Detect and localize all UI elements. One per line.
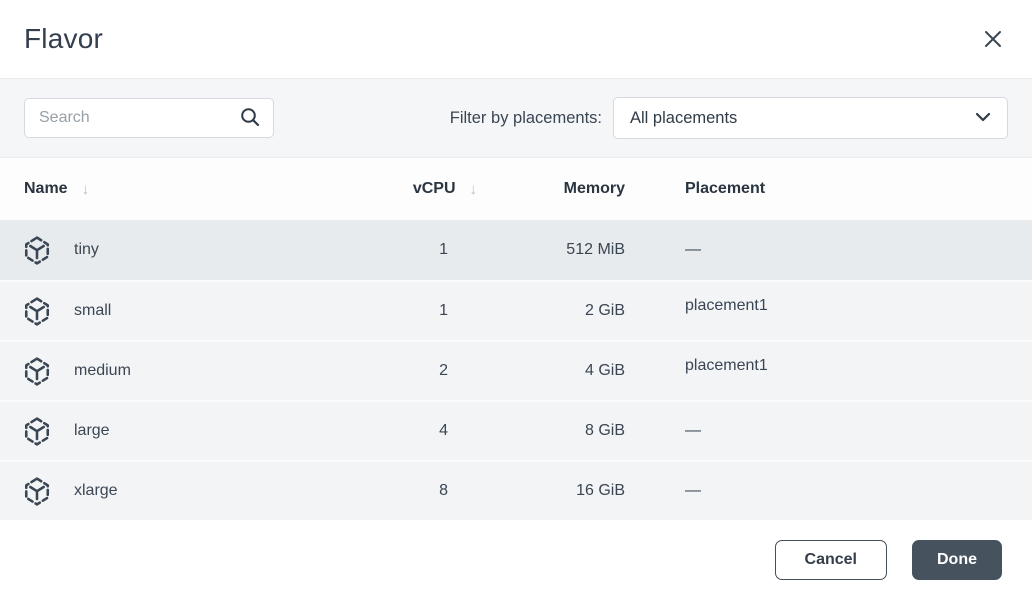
flavor-placement: — <box>685 482 701 499</box>
close-icon <box>980 26 1006 52</box>
flavor-memory: 8 GiB <box>584 422 625 439</box>
dialog-header: Flavor <box>0 0 1032 78</box>
flavor-placement: — <box>685 422 701 439</box>
table-body: tiny 1 512 MiB — small 1 2 GiB placement… <box>0 220 1032 520</box>
close-button[interactable] <box>978 24 1008 54</box>
table-row[interactable]: tiny 1 512 MiB — <box>0 220 1032 280</box>
table-row[interactable]: medium 2 4 GiB placement1 <box>0 340 1032 400</box>
search-icon <box>239 106 261 131</box>
placement-select-value: All placements <box>630 108 738 127</box>
flavor-vcpu: 4 <box>439 422 448 439</box>
flavor-vcpu: 8 <box>439 482 448 499</box>
table-row[interactable]: xlarge 8 16 GiB — <box>0 460 1032 520</box>
column-header-placement[interactable]: Placement <box>685 180 766 197</box>
flavor-memory: 2 GiB <box>584 302 625 319</box>
flavor-name: tiny <box>74 241 99 258</box>
dialog-title: Flavor <box>24 23 103 54</box>
placement-filter: Filter by placements: All placements <box>450 97 1008 139</box>
flavor-vcpu: 2 <box>439 362 448 379</box>
flavor-placement[interactable]: placement1 <box>685 357 768 374</box>
flavor-cube-icon <box>24 235 50 265</box>
flavor-cube-icon <box>24 416 50 446</box>
column-header-memory[interactable]: Memory <box>563 180 625 197</box>
flavor-placement: — <box>685 241 701 258</box>
column-header-name[interactable]: Name ↓ <box>0 180 360 198</box>
filter-label: Filter by placements: <box>449 108 602 127</box>
flavor-vcpu: 1 <box>439 302 448 319</box>
search-button[interactable] <box>239 106 261 131</box>
cancel-button[interactable]: Cancel <box>774 540 887 580</box>
flavor-name: medium <box>74 362 131 379</box>
sort-arrow-down-icon: ↓ <box>81 180 90 198</box>
search-box[interactable] <box>24 98 274 138</box>
column-header-vcpu-label: vCPU <box>412 180 456 197</box>
table-header-row: Name ↓ vCPU ↓ Memory Placement <box>0 158 1032 220</box>
flavor-cube-icon <box>24 296 50 326</box>
column-header-vcpu[interactable]: vCPU ↓ <box>360 180 477 198</box>
flavor-table: Name ↓ vCPU ↓ Memory Placement tiny 1 51… <box>0 158 1032 520</box>
chevron-down-icon <box>975 109 991 127</box>
flavor-name: xlarge <box>74 482 118 499</box>
column-header-name-label: Name <box>24 180 68 197</box>
done-button[interactable]: Done <box>912 540 1002 580</box>
flavor-name: small <box>74 302 112 319</box>
search-input[interactable] <box>39 109 239 127</box>
table-row[interactable]: large 4 8 GiB — <box>0 400 1032 460</box>
dialog-footer: Cancel Done <box>0 520 1032 600</box>
flavor-memory: 512 MiB <box>566 241 625 258</box>
placement-select[interactable]: All placements <box>613 97 1008 139</box>
flavor-cube-icon <box>24 356 50 386</box>
sort-arrow-down-icon: ↓ <box>469 180 478 198</box>
filter-toolbar: Filter by placements: All placements <box>0 78 1032 158</box>
flavor-placement[interactable]: placement1 <box>685 297 768 314</box>
flavor-memory: 4 GiB <box>584 362 625 379</box>
flavor-name: large <box>74 422 110 439</box>
flavor-vcpu: 1 <box>439 241 448 258</box>
flavor-memory: 16 GiB <box>576 482 625 499</box>
table-row[interactable]: small 1 2 GiB placement1 <box>0 280 1032 340</box>
flavor-cube-icon <box>24 476 50 506</box>
